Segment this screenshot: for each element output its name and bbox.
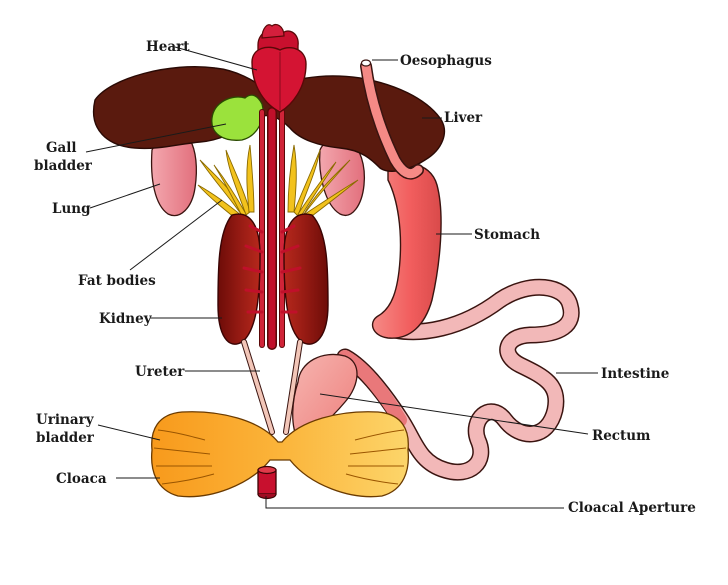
label-intestine: Intestine [601, 366, 669, 382]
heart [251, 23, 307, 113]
right-fat-bodies [287, 144, 359, 223]
label-rectum: Rectum [592, 428, 650, 444]
rectum [292, 353, 358, 441]
label-fat-bodies: Fat bodies [78, 273, 156, 289]
label-ureter: Ureter [135, 364, 185, 380]
stomach [371, 163, 442, 339]
label-heart: Heart [146, 39, 190, 55]
left-kidney [217, 213, 261, 345]
gall-bladder [211, 94, 264, 141]
labels: Heart Oesophagus Liver Gall bladder Lung… [34, 39, 696, 516]
oesophagus [360, 59, 424, 180]
label-oesophagus: Oesophagus [400, 53, 492, 69]
label-gall-bladder-line2: bladder [34, 158, 93, 174]
label-urinary-bladder-line2: bladder [36, 430, 95, 446]
left-fat-bodies [197, 144, 255, 223]
label-liver: Liver [444, 110, 483, 126]
label-cloaca: Cloaca [56, 471, 107, 487]
right-kidney [283, 213, 329, 345]
blood-vessels [259, 107, 285, 350]
urinary-bladder [150, 411, 410, 498]
renal-vessels [242, 224, 302, 314]
cloaca [257, 465, 277, 500]
label-cloacal-aperture: Cloacal Aperture [568, 500, 696, 516]
label-lung: Lung [52, 201, 91, 217]
label-urinary-bladder-line1: Urinary [36, 412, 95, 428]
label-kidney: Kidney [99, 311, 153, 327]
left-lung [150, 137, 197, 217]
ureters [241, 339, 303, 435]
label-stomach: Stomach [474, 227, 540, 243]
label-gall-bladder-line1: Gall [46, 140, 77, 156]
leader-lines [85, 46, 598, 509]
